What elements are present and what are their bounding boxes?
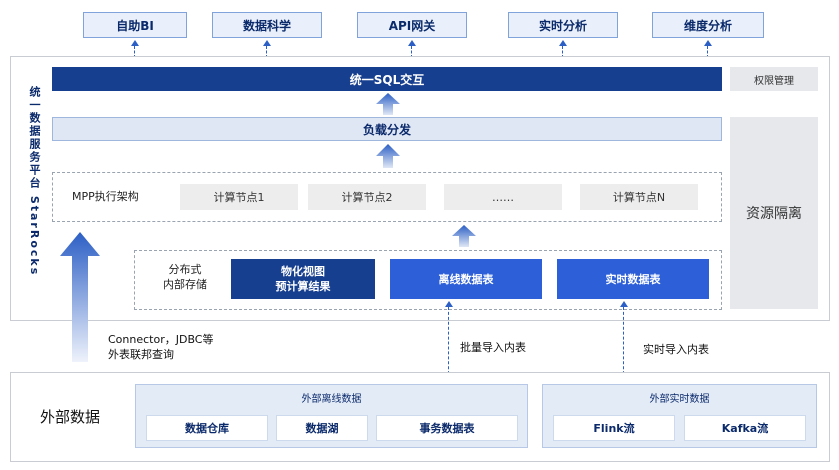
compute-node: 计算节点N <box>580 184 698 210</box>
external-offline-title: 外部离线数据 <box>301 394 362 405</box>
storage-label-line2: 内部存储 <box>163 278 207 291</box>
data-warehouse: 数据仓库 <box>146 415 268 441</box>
up-arrow-icon <box>131 40 139 46</box>
offline-data-table: 离线数据表 <box>390 259 542 299</box>
compute-node-ellipsis: …… <box>444 184 562 210</box>
storage-label: 分布式 内部存储 <box>150 262 220 292</box>
compute-node: 计算节点2 <box>308 184 426 210</box>
platform-title: 统一数据服务平台 StarRocks <box>28 86 41 277</box>
batch-import-label: 批量导入内表 <box>460 341 526 354</box>
materialized-view: 物化视图 预计算结果 <box>231 259 375 299</box>
federated-query-arrow-icon <box>60 232 100 362</box>
external-realtime-title: 外部实时数据 <box>649 394 710 405</box>
data-lake: 数据湖 <box>276 415 368 441</box>
transaction-table: 事务数据表 <box>376 415 518 441</box>
realtime-data-table: 实时数据表 <box>557 259 709 299</box>
up-arrow-icon <box>452 225 476 247</box>
connector-note-line1: Connector，JDBC等 <box>108 333 214 346</box>
unified-sql-bar: 统一SQL交互 <box>52 67 722 91</box>
up-arrow-icon <box>376 93 400 115</box>
resource-isolation: 资源隔离 <box>730 117 818 309</box>
up-arrow-icon <box>704 40 712 46</box>
consumer-realtime-analysis: 实时分析 <box>508 12 618 38</box>
up-arrow-icon <box>408 40 416 46</box>
materialized-view-line2: 预计算结果 <box>275 280 331 293</box>
compute-node: 计算节点1 <box>180 184 298 210</box>
dashed-connector <box>623 307 624 384</box>
up-arrow-icon <box>376 144 400 168</box>
consumer-data-science: 数据科学 <box>212 12 322 38</box>
up-arrow-icon <box>620 301 628 307</box>
mpp-label: MPP执行架构 <box>72 190 139 203</box>
storage-label-line1: 分布式 <box>168 263 202 276</box>
connector-note: Connector，JDBC等 外表联邦查询 <box>108 332 213 362</box>
connector-note-line2: 外表联邦查询 <box>108 348 174 361</box>
flink-stream: Flink流 <box>553 415 675 441</box>
dashed-connector <box>448 307 449 384</box>
kafka-stream: Kafka流 <box>684 415 806 441</box>
internal-storage-area <box>134 250 722 310</box>
external-data-title: 外部数据 <box>40 408 101 426</box>
consumer-self-service-bi: 自助BI <box>83 12 187 38</box>
realtime-import-label: 实时导入内表 <box>643 343 709 356</box>
up-arrow-icon <box>445 301 453 307</box>
mpp-execution-area <box>52 172 722 222</box>
consumer-api-gateway: API网关 <box>357 12 467 38</box>
materialized-view-line1: 物化视图 <box>281 265 325 278</box>
consumer-dimension-analysis: 维度分析 <box>652 12 764 38</box>
up-arrow-icon <box>263 40 271 46</box>
load-distribution-bar: 负载分发 <box>52 117 722 141</box>
up-arrow-icon <box>559 40 567 46</box>
permission-management: 权限管理 <box>730 67 818 91</box>
